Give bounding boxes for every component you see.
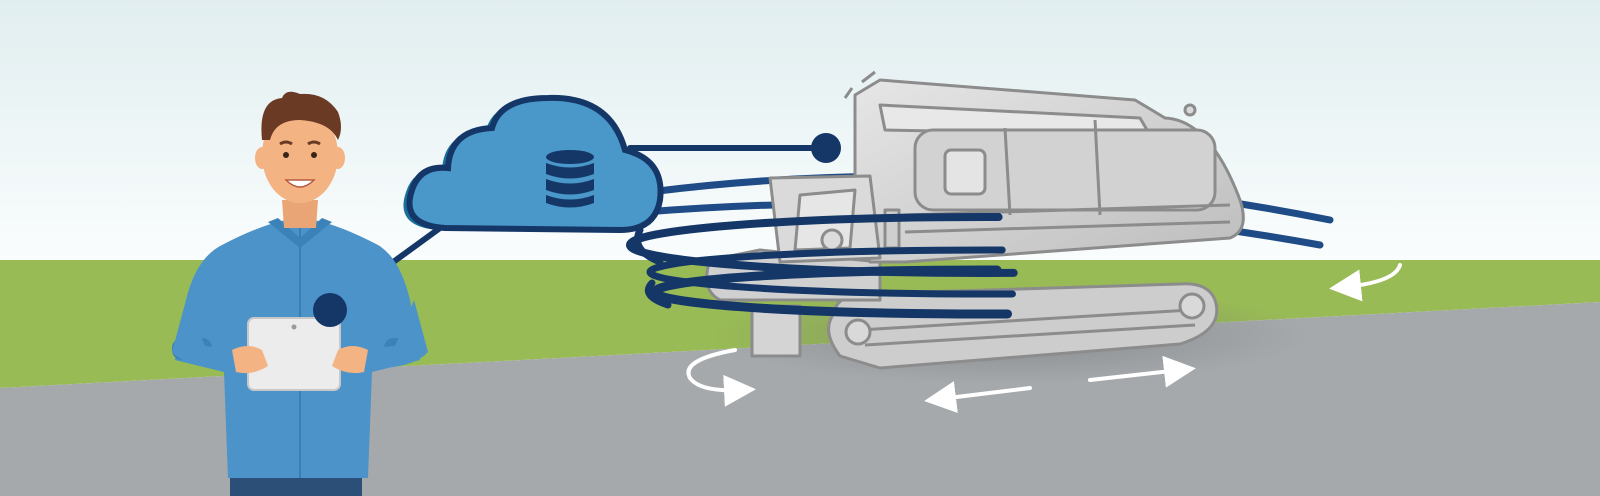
database-icon	[546, 150, 594, 208]
orbit-rings-front	[626, 213, 1344, 319]
connection-node-icon	[811, 133, 841, 163]
rotation-arrows	[686, 263, 1402, 413]
rotation-arrow-icon	[1088, 355, 1196, 388]
connection-node-icon	[313, 293, 347, 327]
rotation-arrow-icon	[924, 381, 1032, 413]
person-face	[262, 107, 338, 203]
person-hair	[261, 91, 341, 140]
person	[172, 91, 428, 496]
rotation-arrow-icon	[686, 348, 756, 407]
rotation-arrow-icon	[1329, 263, 1402, 302]
